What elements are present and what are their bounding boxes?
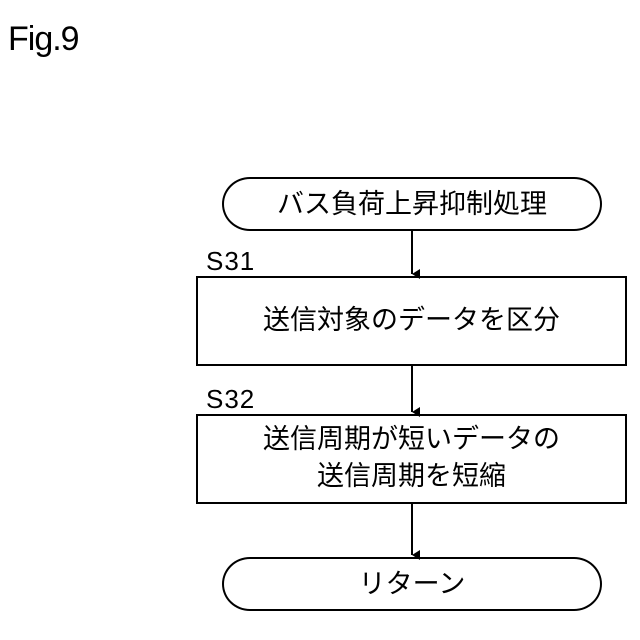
end-terminal: リターン [222, 557, 602, 611]
process-text-line: 送信対象のデータを区分 [263, 303, 560, 340]
process-box-s32: 送信周期が短いデータの 送信周期を短縮 [196, 414, 627, 504]
start-terminal: バス負荷上昇抑制処理 [222, 177, 602, 231]
end-terminal-label: リターン [359, 571, 466, 598]
process-box-s31: 送信対象のデータを区分 [196, 276, 627, 366]
process-text-line: 送信周期が短いデータの [263, 422, 560, 459]
step-id-s32: S32 [206, 386, 255, 412]
process-text-line: 送信周期を短縮 [317, 459, 506, 496]
start-terminal-label: バス負荷上昇抑制処理 [277, 191, 547, 218]
step-id-s31: S31 [206, 248, 255, 274]
